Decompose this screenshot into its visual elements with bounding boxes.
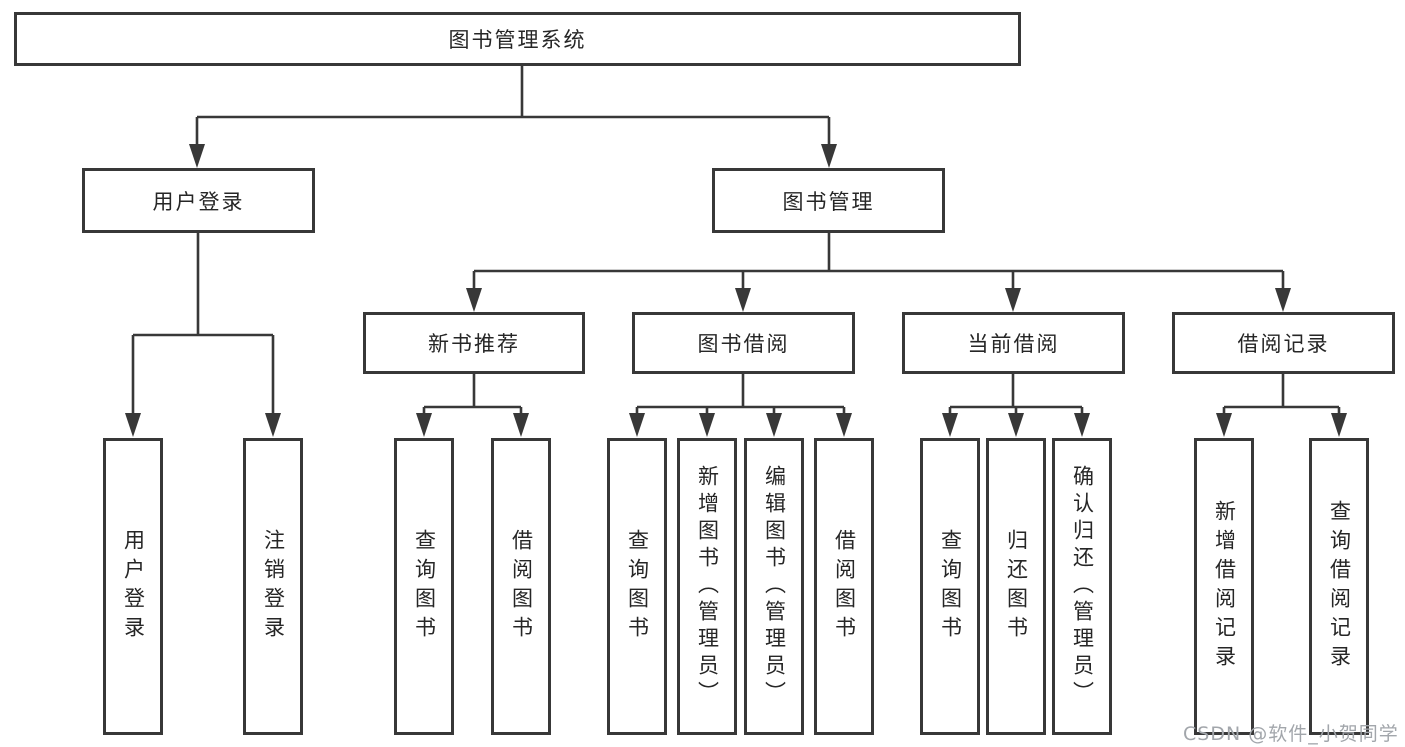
leaf-query-books-recommend: 查询图书 (394, 438, 454, 735)
watermark: CSDN @软件_小贺同学 (1183, 723, 1399, 745)
leaf-borrow-books: 借阅图书 (814, 438, 874, 735)
leaf-confirm-return-admin: 确认归还（管理员） (1052, 438, 1112, 735)
node-book-management: 图书管理 (712, 168, 945, 233)
leaf-logout: 注销登录 (243, 438, 303, 735)
node-current-borrow: 当前借阅 (902, 312, 1125, 374)
node-borrow-records: 借阅记录 (1172, 312, 1395, 374)
leaf-borrow-books-recommend: 借阅图书 (491, 438, 551, 735)
leaf-query-books-current: 查询图书 (920, 438, 980, 735)
leaf-query-borrow-record: 查询借阅记录 (1309, 438, 1369, 735)
node-book-borrow: 图书借阅 (632, 312, 855, 374)
node-new-book-recommend: 新书推荐 (363, 312, 585, 374)
leaf-user-login: 用户登录 (103, 438, 163, 735)
leaf-add-borrow-record: 新增借阅记录 (1194, 438, 1254, 735)
leaf-query-books-borrow: 查询图书 (607, 438, 667, 735)
leaf-return-books: 归还图书 (986, 438, 1046, 735)
node-root: 图书管理系统 (14, 12, 1021, 66)
leaf-add-books-admin: 新增图书（管理员） (677, 438, 737, 735)
leaf-edit-books-admin: 编辑图书（管理员） (744, 438, 804, 735)
node-user-login-group: 用户登录 (82, 168, 315, 233)
